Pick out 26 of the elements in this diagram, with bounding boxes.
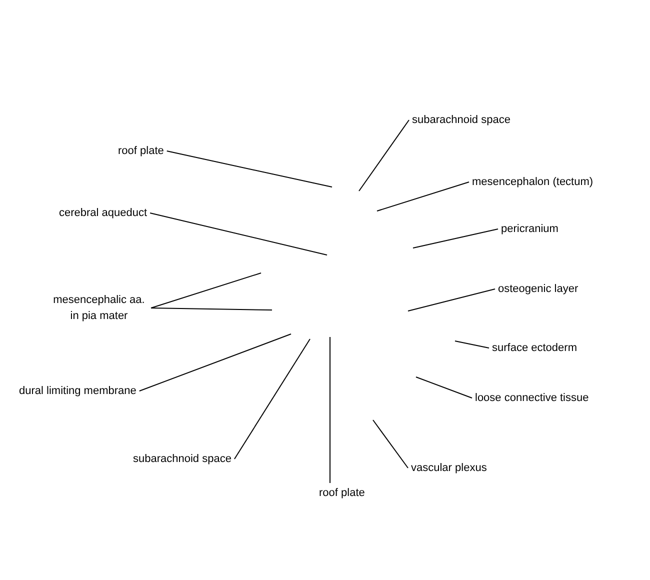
callout-label: cerebral aqueduct bbox=[59, 205, 148, 221]
callout-label: loose connective tissue bbox=[475, 390, 589, 406]
leader-line bbox=[454, 340, 490, 348]
leader-line bbox=[372, 420, 408, 468]
callout-label: pericranium bbox=[501, 221, 558, 237]
leader-line bbox=[150, 212, 328, 256]
callout-label: surface ectoderm bbox=[492, 340, 577, 356]
leader-line bbox=[412, 228, 498, 248]
leader-line bbox=[358, 120, 410, 192]
callout-label: subarachnoid space bbox=[133, 451, 232, 467]
callout-label: roof plate bbox=[319, 485, 365, 501]
callout-label: vascular plexus bbox=[411, 460, 487, 476]
callout-label: mesencephalon (tectum) bbox=[472, 174, 594, 190]
leader-line bbox=[150, 308, 272, 310]
leader-line bbox=[376, 182, 470, 212]
callout-label: roof plate bbox=[118, 143, 164, 159]
callout-label: dural limiting membrane bbox=[19, 383, 136, 399]
callout-label: subarachnoid space bbox=[412, 112, 510, 128]
callout-label: mesencephalic aa. in pia mater bbox=[50, 292, 148, 324]
leader-line bbox=[166, 150, 332, 188]
leader-line bbox=[138, 334, 292, 392]
callout-label: osteogenic layer bbox=[498, 281, 578, 297]
leader-line bbox=[408, 288, 496, 312]
leader-line bbox=[150, 272, 262, 308]
leader-line bbox=[234, 338, 310, 460]
leader-line bbox=[416, 376, 472, 398]
